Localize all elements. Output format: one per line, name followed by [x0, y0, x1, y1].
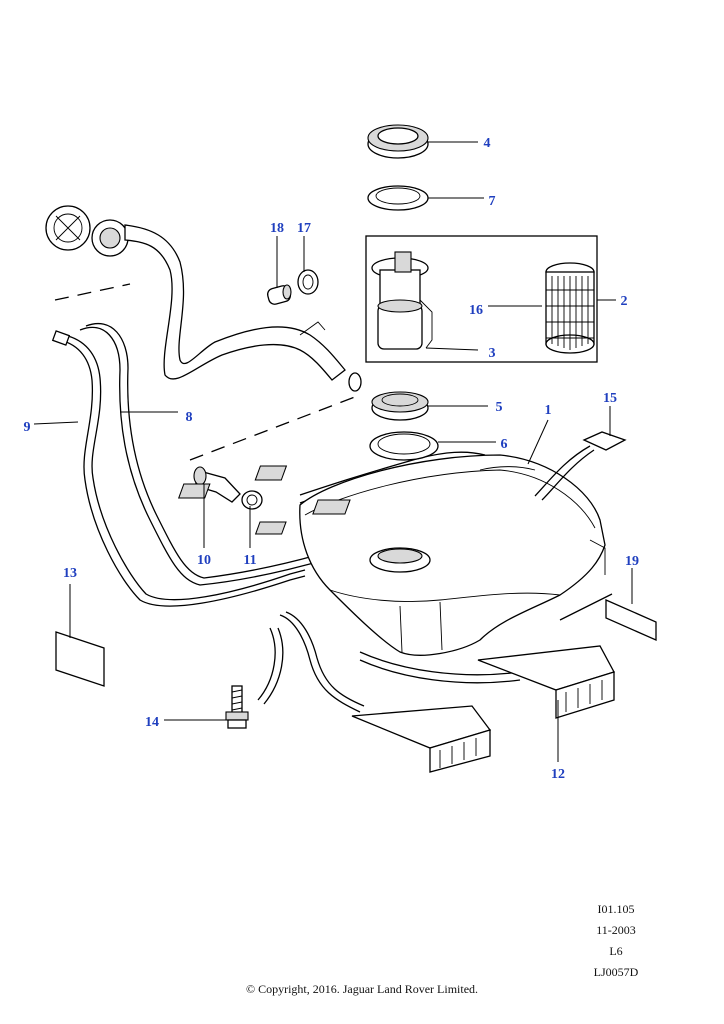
label-15 — [582, 431, 627, 451]
breather-pipe-9 — [51, 330, 306, 607]
filler-neck-pipe — [124, 224, 362, 392]
label-leader-15 — [534, 445, 591, 497]
mounting-bracket-12 — [351, 645, 615, 773]
callout-6: 6 — [501, 437, 508, 452]
locking-ring-6 — [369, 431, 439, 461]
label-19 — [605, 599, 657, 641]
hose-clamp-11 — [241, 490, 263, 510]
callout-9: 9 — [24, 420, 31, 435]
clip-17 — [297, 269, 319, 295]
reference-code: I01.105 — [597, 902, 635, 916]
sleeve-18 — [267, 284, 292, 305]
callout-2: 2 — [621, 294, 628, 309]
callout-16: 16 — [469, 303, 483, 318]
callout-17: 17 — [297, 221, 311, 236]
callout-15: 15 — [603, 391, 617, 406]
seal-5 — [371, 391, 429, 421]
callout-7: 7 — [489, 194, 496, 209]
pump-module-kit-box — [365, 235, 598, 363]
fuel-tank-1 — [177, 454, 606, 656]
callout-5: 5 — [496, 400, 503, 415]
callout-3: 3 — [489, 346, 496, 361]
fuel-filter-16 — [545, 262, 595, 354]
callout-19: 19 — [625, 554, 639, 569]
seal-7 — [367, 185, 429, 211]
label-leader-15b — [541, 449, 595, 501]
copyright-notice: © Copyright, 2016. Jaguar Land Rover Lim… — [245, 982, 479, 996]
leader-1 — [527, 419, 549, 465]
callout-18: 18 — [270, 221, 284, 236]
tank-strap — [257, 611, 521, 713]
callout-14: 14 — [145, 715, 159, 730]
reference-variant: L6 — [609, 944, 623, 958]
bracket-leader-line — [559, 593, 613, 621]
leader-9 — [33, 421, 79, 425]
label-13 — [55, 631, 105, 687]
callout-12: 12 — [551, 767, 565, 782]
reference-date: 11-2003 — [596, 923, 636, 937]
leader-3 — [425, 347, 479, 351]
callout-10: 10 — [197, 553, 211, 568]
callout-11: 11 — [243, 553, 256, 568]
callout-8: 8 — [186, 410, 193, 425]
bolt-14 — [225, 685, 249, 729]
fuel-pump-3 — [371, 251, 433, 350]
hose-assembly-line — [189, 394, 361, 461]
locking-ring-4 — [367, 124, 429, 159]
callout-1: 1 — [545, 403, 552, 418]
filler-cap — [45, 205, 129, 257]
callout-4: 4 — [484, 136, 491, 151]
callout-13: 13 — [63, 566, 77, 581]
drawing-number: LJ0057D — [593, 965, 639, 979]
filler-neck-assembly-line — [54, 283, 131, 301]
